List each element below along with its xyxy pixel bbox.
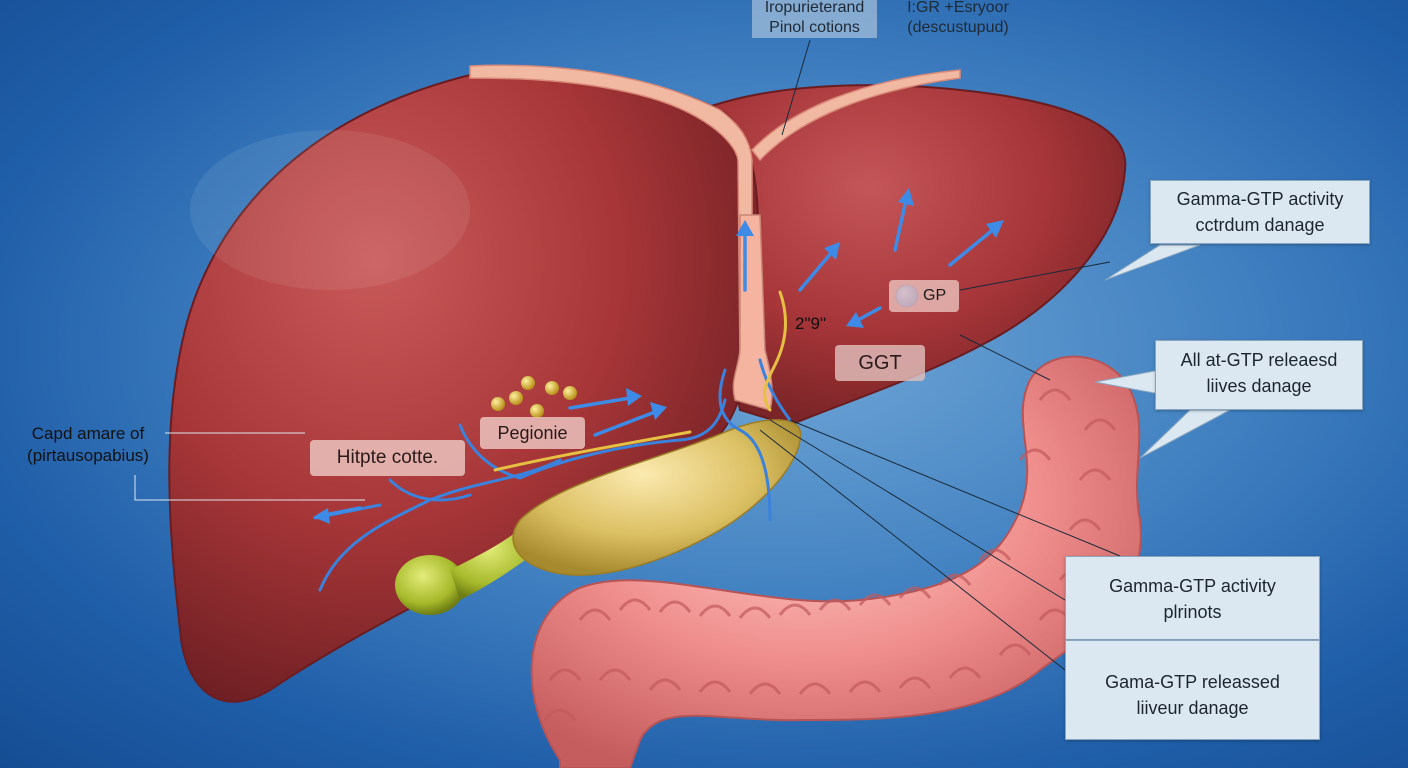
bile-lines xyxy=(493,290,787,472)
callout-4-line2: liiveur danage xyxy=(1136,698,1249,718)
liver-highlight xyxy=(190,130,470,290)
blood-vessels xyxy=(313,358,792,592)
falciform-ligament xyxy=(469,64,753,361)
left-note-line1: Capd amare of xyxy=(31,424,145,443)
callout-released-damage: All at-GTP releaesd liives danage xyxy=(1155,340,1363,410)
leader-lines xyxy=(134,39,1121,671)
gp-tag: GP xyxy=(889,280,959,312)
callout-3-line2: plrinots xyxy=(1163,602,1222,622)
callout-1-line2: cctrdum danage xyxy=(1195,215,1325,235)
intestine xyxy=(530,355,1142,768)
callout-3-line1: Gamma-GTP activity xyxy=(1109,576,1276,596)
callout-activity-damage: Gamma-GTP activity cctrdum danage xyxy=(1150,180,1370,244)
callout-1-line1: Gamma-GTP activity xyxy=(1176,189,1344,209)
callout-tail-3 xyxy=(1139,409,1231,459)
left-note-line2: (pirtausopabius) xyxy=(27,446,149,465)
top-label-left-line2: Pinol cotions xyxy=(769,19,860,36)
left-note: Capd amare of (pirtausopabius) xyxy=(8,423,168,467)
flow-arrows xyxy=(313,188,1004,524)
top-label-right-line1: I:GR +Esryoor xyxy=(907,0,1009,16)
callout-4-line1: Gama-GTP releassed xyxy=(1105,672,1280,692)
callout-2-line2: liives danage xyxy=(1206,376,1312,396)
callout-tail-1 xyxy=(1104,244,1201,281)
gp-label: GP xyxy=(923,287,947,304)
gallbladder xyxy=(512,419,802,576)
top-label-left: Iropurieterand Pinol cotions xyxy=(752,0,877,38)
region-tag: Pegionie xyxy=(480,417,585,449)
callout-2-line1: All at-GTP releaesd xyxy=(1180,350,1338,370)
callout-released-liver-damage: Gama-GTP releassed liiveur danage xyxy=(1065,640,1320,740)
top-label-left-line1: Iropurieterand xyxy=(764,0,865,16)
top-label-right: I:GR +Esryoor (descustupud) xyxy=(893,0,1023,38)
bead-cluster xyxy=(491,376,577,418)
number-label: 2"9" xyxy=(795,314,826,333)
callout-activity-points: Gamma-GTP activity plrinots xyxy=(1065,556,1320,640)
top-label-right-line2: (descustupud) xyxy=(907,19,1009,36)
green-duct xyxy=(395,555,465,615)
ggt-tag: GGT xyxy=(835,345,925,381)
hepatic-tag: Hitpte cotte. xyxy=(310,440,465,476)
